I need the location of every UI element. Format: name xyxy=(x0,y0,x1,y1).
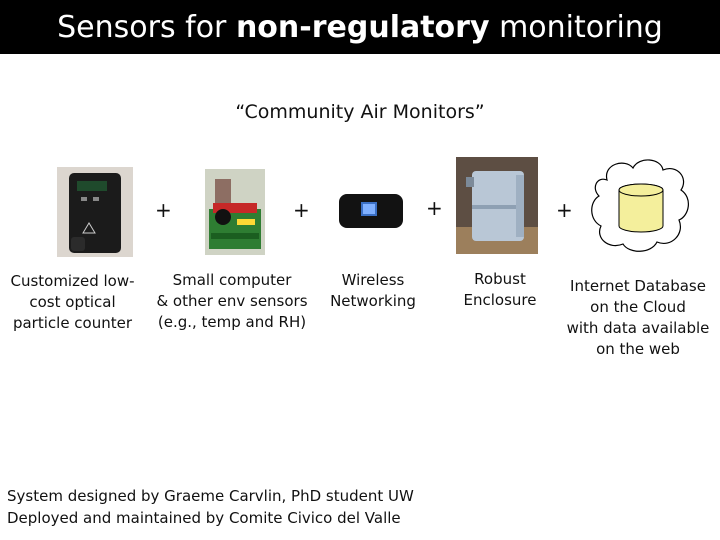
caption-line: Robust xyxy=(474,270,526,288)
credit-line-deployment: Deployed and maintained by Comite Civico… xyxy=(7,509,401,527)
caption-particle-counter: Customized low- cost optical particle co… xyxy=(0,271,145,334)
caption-line: on the web xyxy=(596,340,680,358)
caption-small-computer: Small computer & other env sensors (e.g.… xyxy=(148,270,316,333)
slide-title: Sensors for non-regulatory monitoring xyxy=(0,10,720,45)
caption-cloud-database: Internet Database on the Cloud with data… xyxy=(560,276,716,360)
title-suffix: monitoring xyxy=(489,10,663,45)
title-bold: non-regulatory xyxy=(235,10,490,45)
slide-subtitle: “Community Air Monitors” xyxy=(235,101,485,123)
caption-line: cost optical xyxy=(29,293,116,311)
caption-line: Customized low- xyxy=(10,272,135,290)
particle-counter-icon xyxy=(57,167,133,257)
caption-line: with data available xyxy=(566,319,710,337)
title-bar xyxy=(0,0,720,54)
plus-sign-2: + xyxy=(293,198,310,222)
caption-line: (e.g., temp and RH) xyxy=(157,313,307,331)
caption-enclosure: Robust Enclosure xyxy=(450,269,550,311)
plus-sign-4: + xyxy=(556,198,573,222)
caption-line: Internet Database xyxy=(570,277,706,295)
caption-line: Enclosure xyxy=(463,291,537,309)
caption-wireless: Wireless Networking xyxy=(320,270,426,312)
wireless-hotspot-icon xyxy=(337,188,405,234)
enclosure-icon xyxy=(456,157,538,254)
caption-line: Small computer xyxy=(172,271,292,289)
cloud-database-icon xyxy=(585,150,697,262)
caption-line: & other env sensors xyxy=(156,292,308,310)
plus-sign-3: + xyxy=(426,196,443,220)
small-computer-icon xyxy=(205,169,265,255)
plus-sign-1: + xyxy=(155,198,172,222)
caption-line: on the Cloud xyxy=(590,298,686,316)
credits: System designed by Graeme Carvlin, PhD s… xyxy=(7,485,414,529)
caption-line: Wireless xyxy=(341,271,405,289)
caption-line: particle counter xyxy=(12,314,133,332)
caption-line: Networking xyxy=(330,292,416,310)
title-prefix: Sensors for xyxy=(57,10,236,45)
credit-line-design: System designed by Graeme Carvlin, PhD s… xyxy=(7,487,414,505)
